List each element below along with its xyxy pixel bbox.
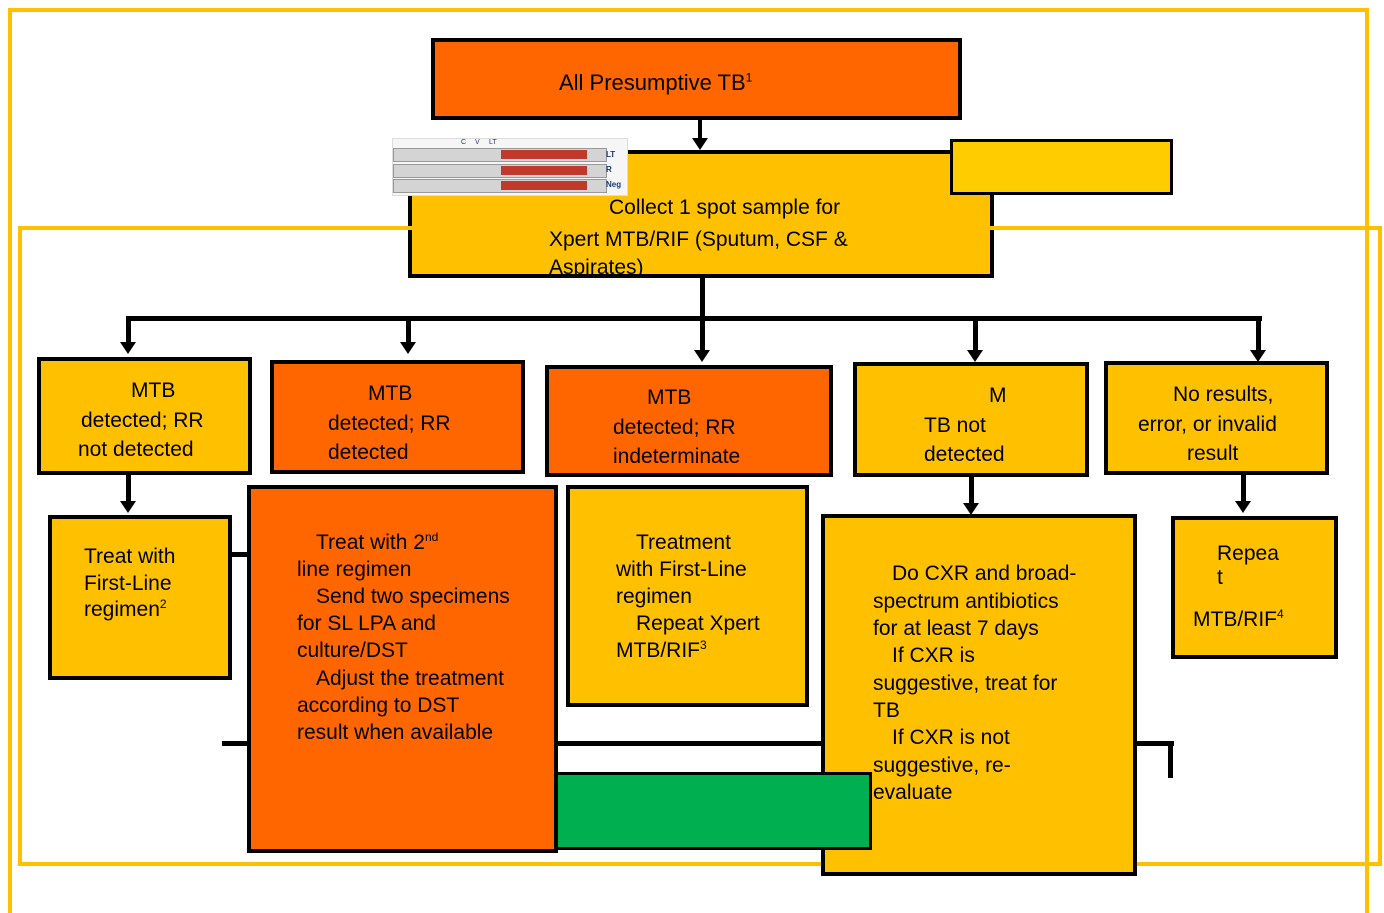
a2-line-7: according to DST <box>297 694 460 717</box>
r1-line-1: MTB <box>131 379 176 402</box>
r3-line-3: indeterminate <box>613 445 741 468</box>
connector-r2 <box>406 316 411 344</box>
test-strip-image: C V LT LT R Neg <box>392 138 628 196</box>
inner-frame <box>18 226 1382 866</box>
collect-line-1: Collect 1 spot sample for <box>609 196 841 219</box>
a4-line-7: If CXR is not <box>892 726 1010 749</box>
a1-line-3: regimen <box>84 598 160 621</box>
result-rr-not-detected: MTB detected; RR not detected <box>37 357 252 475</box>
a1-line-1: Treat with <box>84 545 176 568</box>
r2-line-1: MTB <box>368 382 413 405</box>
r5-line-1: No results, <box>1173 383 1274 406</box>
strip-row-neg: Neg <box>606 180 622 189</box>
a3-line-1: Treatment <box>636 531 731 554</box>
connector-a4 <box>969 477 974 505</box>
strip-row-lt: LT <box>606 150 616 159</box>
a4-line-8: suggestive, re- <box>873 754 1011 777</box>
side-note-box <box>950 139 1173 195</box>
a3-line-2: with First-Line <box>616 558 747 581</box>
a5-line-3: MTB/RIF <box>1193 608 1277 631</box>
a1-line-2: First-Line <box>84 572 172 595</box>
connector-horizontal <box>126 316 1262 321</box>
green-box <box>555 772 872 850</box>
action-second-line: Treat with 2nd line regimen Send two spe… <box>247 485 558 853</box>
connector-r5 <box>1256 316 1261 352</box>
arrow-a4 <box>963 503 979 515</box>
strip-label-c: C <box>461 139 467 146</box>
a3-line-4: Repeat Xpert <box>636 612 760 635</box>
connector-a5 <box>1241 475 1246 503</box>
a4-line-6: TB <box>873 699 900 722</box>
action-cxr: Do CXR and broad- spectrum antibiotics f… <box>821 514 1137 876</box>
r4-line-1: M <box>989 384 1007 407</box>
a4-line-1: Do CXR and broad- <box>892 562 1077 585</box>
collect-line-2: Xpert MTB/RIF (Sputum, CSF & <box>549 228 848 251</box>
action-first-line: Treat with First-Line regimen2 <box>48 515 232 680</box>
a2-line-6: Adjust the treatment <box>316 667 504 690</box>
a5-line-1: Repea <box>1217 542 1279 565</box>
r3-line-1: MTB <box>647 386 692 409</box>
outer-frame <box>8 8 1369 913</box>
a5-line-2: t <box>1217 566 1223 589</box>
footnote-4: 4 <box>1277 607 1284 621</box>
a2-sup-nd: nd <box>424 530 439 544</box>
a3-line-3: regimen <box>616 585 692 608</box>
a2-line-2: line regimen <box>297 558 412 581</box>
r4-line-2: TB not <box>924 414 986 437</box>
arrow-a1 <box>120 501 136 513</box>
a4-line-2: spectrum antibiotics <box>873 590 1059 613</box>
a4-line-9: evaluate <box>873 781 953 804</box>
footnote-1: 1 <box>745 70 753 85</box>
arrow-top <box>692 138 708 150</box>
a2-line-5: culture/DST <box>297 639 408 662</box>
r4-line-3: detected <box>924 443 1005 466</box>
r1-line-2: detected; RR <box>81 409 204 432</box>
r1-line-3: not detected <box>78 438 194 461</box>
a2-line-4: for SL LPA and <box>297 612 436 635</box>
r2-line-2: detected; RR <box>328 412 451 435</box>
action-repeat-xpert-no-result: Repea t MTB/RIF4 <box>1171 516 1338 659</box>
arrow-r1 <box>120 342 136 354</box>
collect-line-3: Aspirates) <box>549 256 644 278</box>
connector-r3 <box>700 316 705 352</box>
presumptive-tb-title: All Presumptive TB <box>559 70 746 95</box>
stray-line-right <box>1168 741 1173 778</box>
r5-line-2: error, or invalid <box>1138 413 1277 436</box>
connector-a1 <box>126 475 131 503</box>
strip-label-lt: LT <box>489 139 497 146</box>
result-mtb-not-detected: M TB not detected <box>853 362 1089 477</box>
a2-line-1: Treat with 2 <box>316 531 425 554</box>
a4-line-4: If CXR is <box>892 644 975 667</box>
a4-line-5: suggestive, treat for <box>873 672 1058 695</box>
connector-r4 <box>973 316 978 352</box>
presumptive-tb-box: All Presumptive TB1 <box>431 38 962 120</box>
arrow-r5 <box>1250 350 1266 362</box>
footnote-3: 3 <box>700 638 707 652</box>
r3-line-2: detected; RR <box>613 416 736 439</box>
arrow-r4 <box>967 350 983 362</box>
a2-line-3: Send two specimens <box>316 585 510 608</box>
arrow-r3 <box>694 350 710 362</box>
footnote-2: 2 <box>159 597 167 611</box>
arrow-r2 <box>400 342 416 354</box>
strip-row-r: R <box>606 165 612 174</box>
a3-line-5: MTB/RIF <box>616 639 700 662</box>
r5-line-3: result <box>1187 442 1239 465</box>
result-no-results: No results, error, or invalid result <box>1104 361 1329 475</box>
connector-collect-down <box>700 278 705 318</box>
action-repeat-xpert: Treatment with First-Line regimen Repeat… <box>566 485 809 707</box>
result-rr-detected: MTB detected; RR detected <box>270 360 525 474</box>
connector-r1 <box>126 316 131 344</box>
connector-top <box>698 118 702 140</box>
r2-line-3: detected <box>328 441 409 464</box>
arrow-a5 <box>1235 501 1251 513</box>
a4-line-3: for at least 7 days <box>873 617 1039 640</box>
strip-label-v: V <box>475 139 480 146</box>
a2-line-8: result when available <box>297 721 494 744</box>
result-rr-indeterminate: MTB detected; RR indeterminate <box>545 365 833 477</box>
stray-line-bottom <box>222 741 1174 746</box>
